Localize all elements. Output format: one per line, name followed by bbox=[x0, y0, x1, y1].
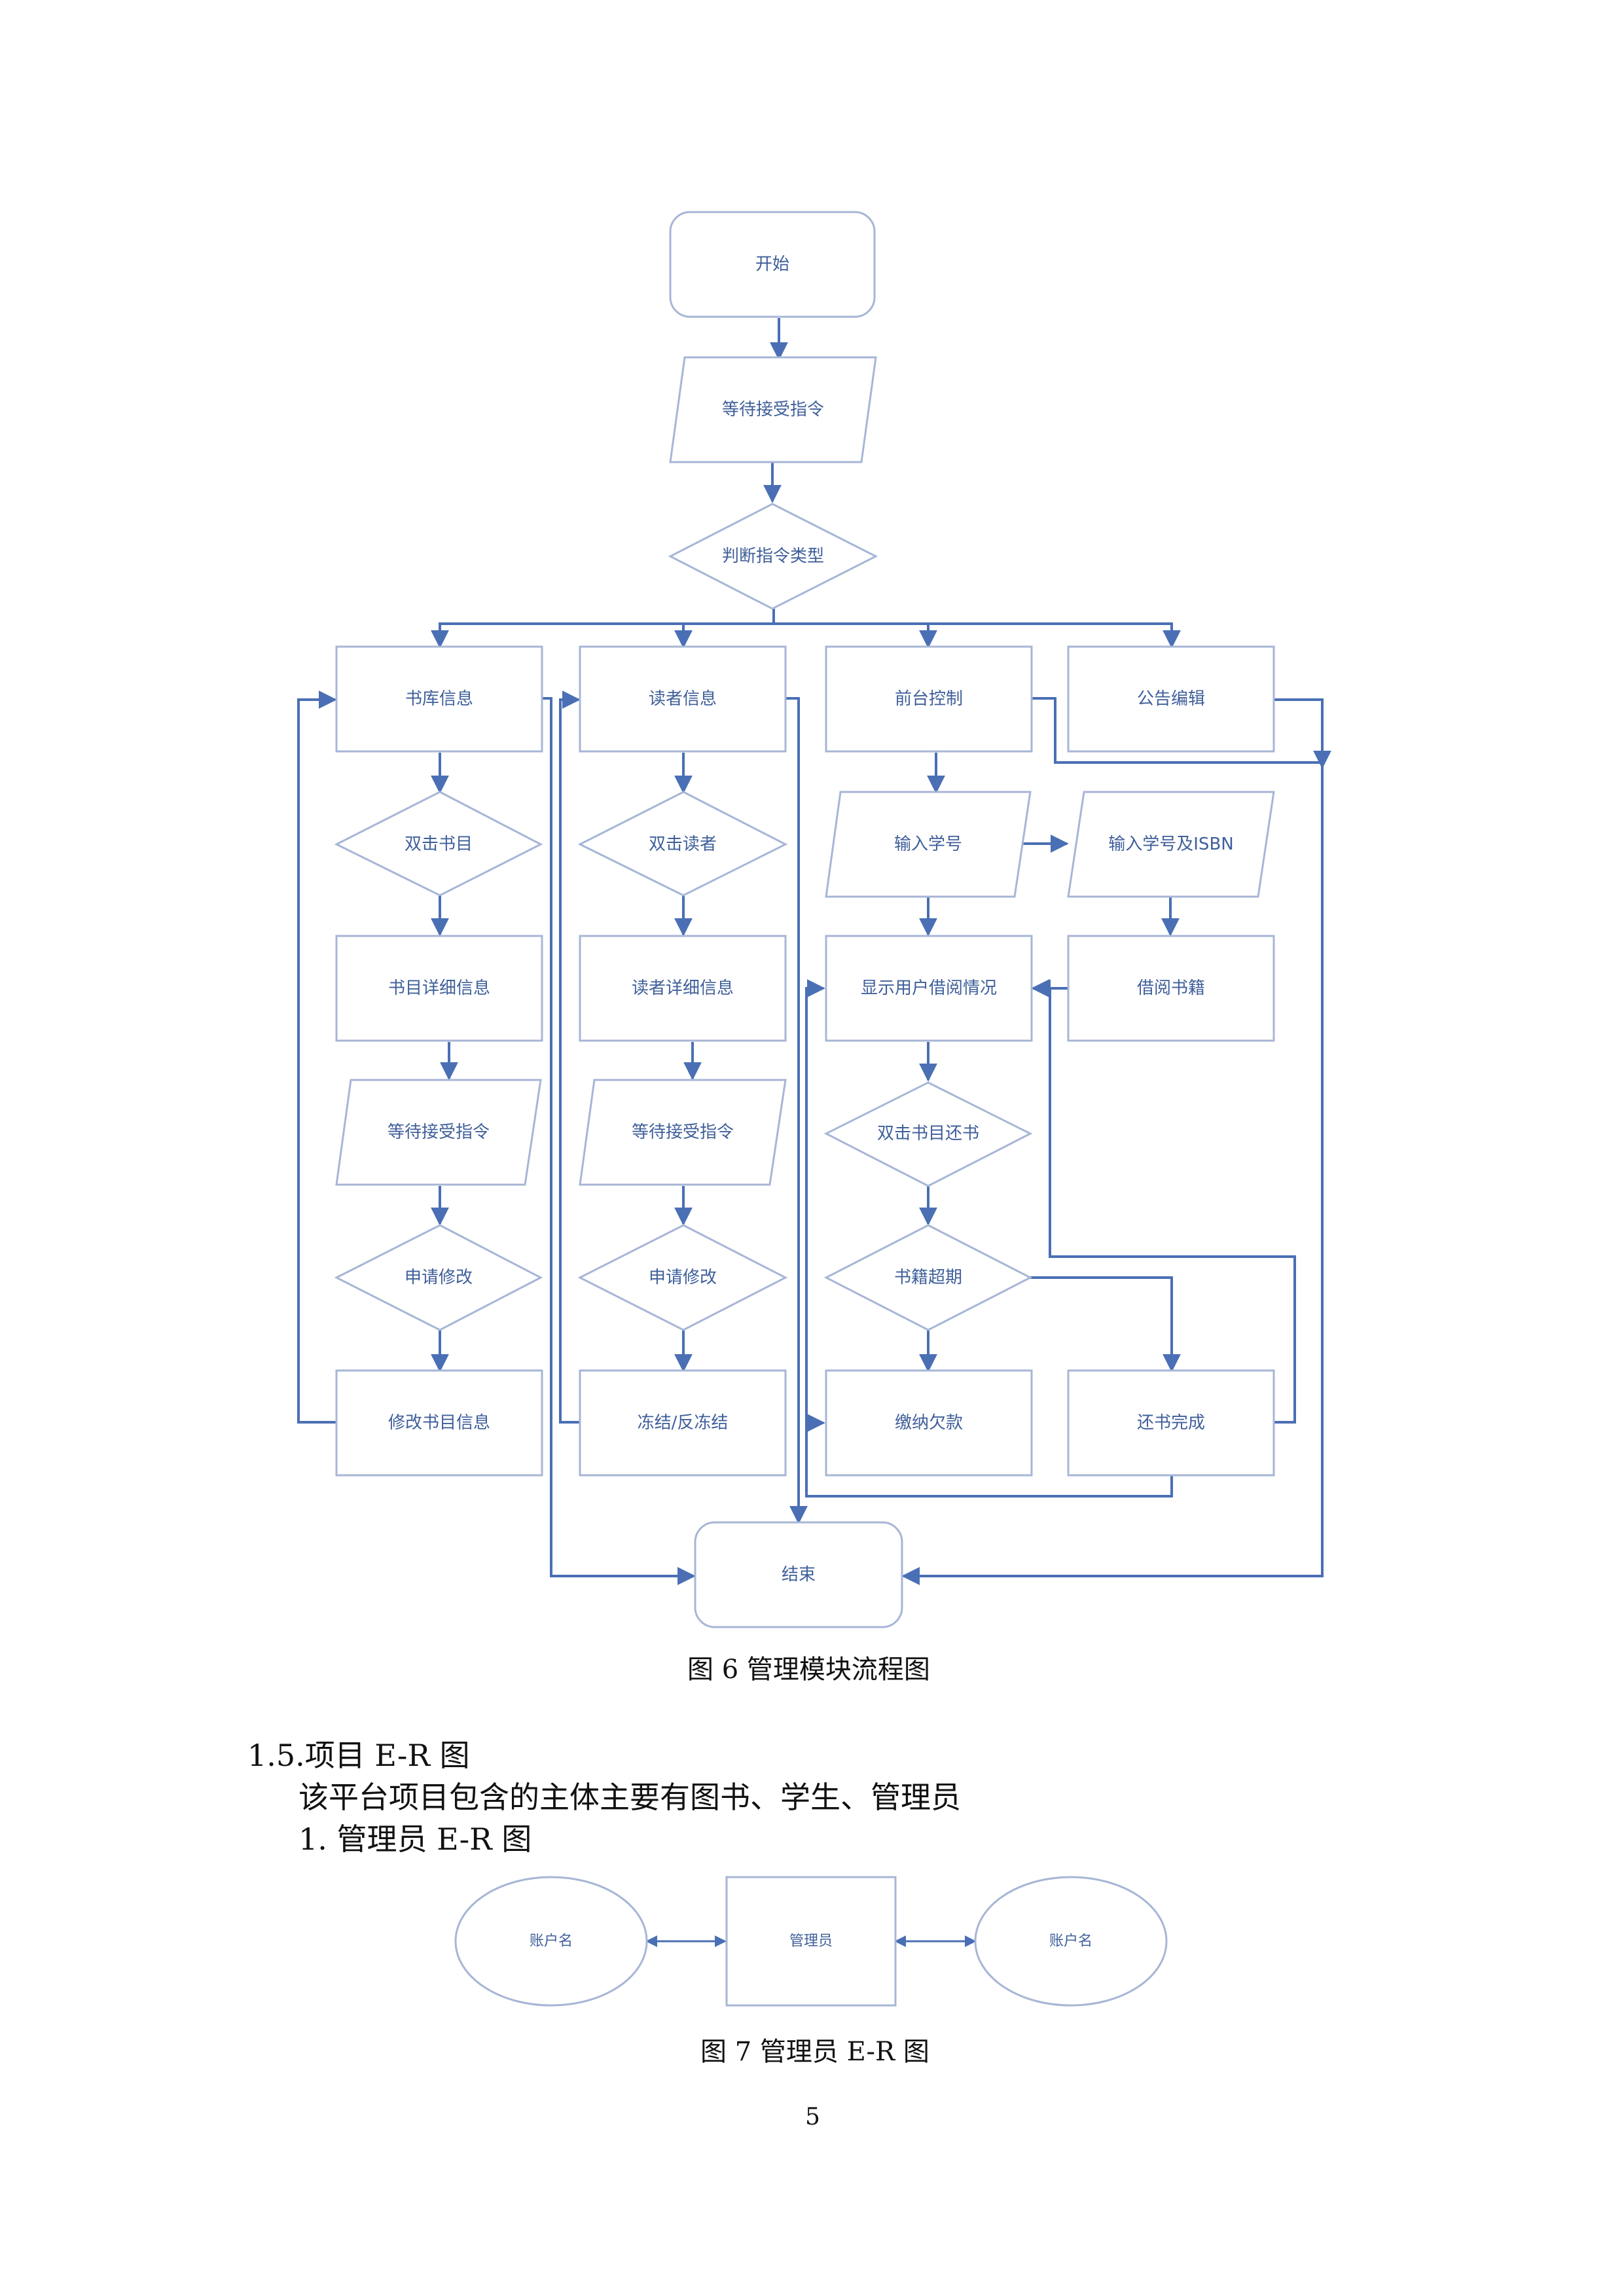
apply-modify-1-label: 申请修改 bbox=[405, 1268, 473, 1287]
show-borrow-label: 显示用户借阅情况 bbox=[861, 978, 997, 998]
borrow-book-label: 借阅书籍 bbox=[1137, 978, 1205, 998]
pay-fine-label: 缴纳欠款 bbox=[895, 1413, 963, 1433]
input-id-io bbox=[825, 791, 1032, 898]
book-detail-process bbox=[335, 935, 543, 1042]
freeze-process bbox=[579, 1369, 787, 1477]
er-left-attr-label: 账户名 bbox=[530, 1933, 573, 1950]
front-control-label: 前台控制 bbox=[895, 689, 963, 709]
modify-book-process bbox=[335, 1369, 543, 1477]
dblclick-reader-label: 双击读者 bbox=[649, 834, 717, 854]
book-detail-label: 书目详细信息 bbox=[388, 978, 490, 998]
borrow-book-process bbox=[1067, 935, 1275, 1042]
section-heading: 1.5.项目 E-R 图 bbox=[247, 1738, 470, 1773]
apply-modify-2-decision bbox=[577, 1224, 788, 1331]
library-info-label: 书库信息 bbox=[405, 689, 473, 709]
wait-cmd-label: 等待接受指令 bbox=[722, 400, 824, 420]
dblclick-return-decision bbox=[823, 1081, 1033, 1187]
reader-info-label: 读者信息 bbox=[649, 689, 717, 709]
wait-cmd-io bbox=[669, 356, 877, 463]
reader-detail-process bbox=[579, 935, 787, 1042]
dblclick-reader-decision bbox=[577, 791, 788, 897]
overdue-decision bbox=[823, 1224, 1033, 1331]
er-right-attribute bbox=[974, 1876, 1168, 2007]
judge-type-decision bbox=[668, 503, 878, 610]
er-right-attr-label: 账户名 bbox=[1049, 1933, 1092, 1950]
dblclick-book-decision bbox=[334, 791, 543, 897]
show-borrow-process bbox=[825, 935, 1033, 1042]
freeze-label: 冻结/反冻结 bbox=[638, 1413, 729, 1433]
judge-type-label: 判断指令类型 bbox=[722, 547, 824, 566]
flow-shapes bbox=[334, 211, 1275, 1628]
reader-detail-label: 读者详细信息 bbox=[632, 978, 734, 998]
library-info-process bbox=[335, 645, 543, 753]
wait-cmd-2-io bbox=[335, 1079, 542, 1186]
return-done-process bbox=[1067, 1369, 1275, 1477]
reader-info-process bbox=[579, 645, 787, 753]
notice-edit-process bbox=[1067, 645, 1275, 753]
dblclick-book-label: 双击书目 bbox=[405, 834, 473, 854]
start-label: 开始 bbox=[755, 255, 789, 274]
return-done-label: 还书完成 bbox=[1137, 1413, 1205, 1433]
start-terminator bbox=[669, 211, 876, 318]
er-entity-label: 管理员 bbox=[789, 1933, 833, 1950]
apply-modify-1-decision bbox=[334, 1224, 543, 1331]
overdue-label: 书籍超期 bbox=[894, 1268, 962, 1287]
pay-fine-process bbox=[825, 1369, 1033, 1477]
dblclick-return-label: 双击书目还书 bbox=[877, 1124, 979, 1143]
wait-cmd-3-label: 等待接受指令 bbox=[632, 1122, 734, 1142]
notice-edit-label: 公告编辑 bbox=[1137, 689, 1205, 709]
er-left-attribute bbox=[454, 1876, 648, 2007]
list-item-1: 1. 管理员 E-R 图 bbox=[298, 1821, 532, 1857]
section-intro: 该平台项目包含的主体主要有图书、学生、管理员 bbox=[298, 1780, 961, 1815]
flow-connectors bbox=[297, 318, 1331, 1585]
input-id-label: 输入学号 bbox=[894, 834, 962, 854]
management-flowchart: 开始 等待接受指令 判断指令类型 书库信息 读者信息 前台控制 公告编辑 双击书… bbox=[297, 211, 1331, 1628]
input-id-isbn-label: 输入学号及ISBN bbox=[1108, 834, 1233, 854]
page-number: 5 bbox=[805, 2104, 820, 2130]
input-id-isbn-io bbox=[1067, 791, 1275, 898]
wait-cmd-2-label: 等待接受指令 bbox=[388, 1122, 490, 1142]
wait-cmd-3-io bbox=[579, 1079, 787, 1186]
end-label: 结束 bbox=[782, 1565, 816, 1585]
end-terminator bbox=[694, 1521, 903, 1628]
front-control-process bbox=[825, 645, 1033, 753]
figure-7-caption: 图 7 管理员 E-R 图 bbox=[700, 2037, 929, 2067]
figure-6-caption: 图 6 管理模块流程图 bbox=[687, 1655, 930, 1685]
modify-book-label: 修改书目信息 bbox=[388, 1413, 490, 1433]
apply-modify-2-label: 申请修改 bbox=[649, 1268, 717, 1287]
er-entity-admin bbox=[725, 1876, 897, 2007]
